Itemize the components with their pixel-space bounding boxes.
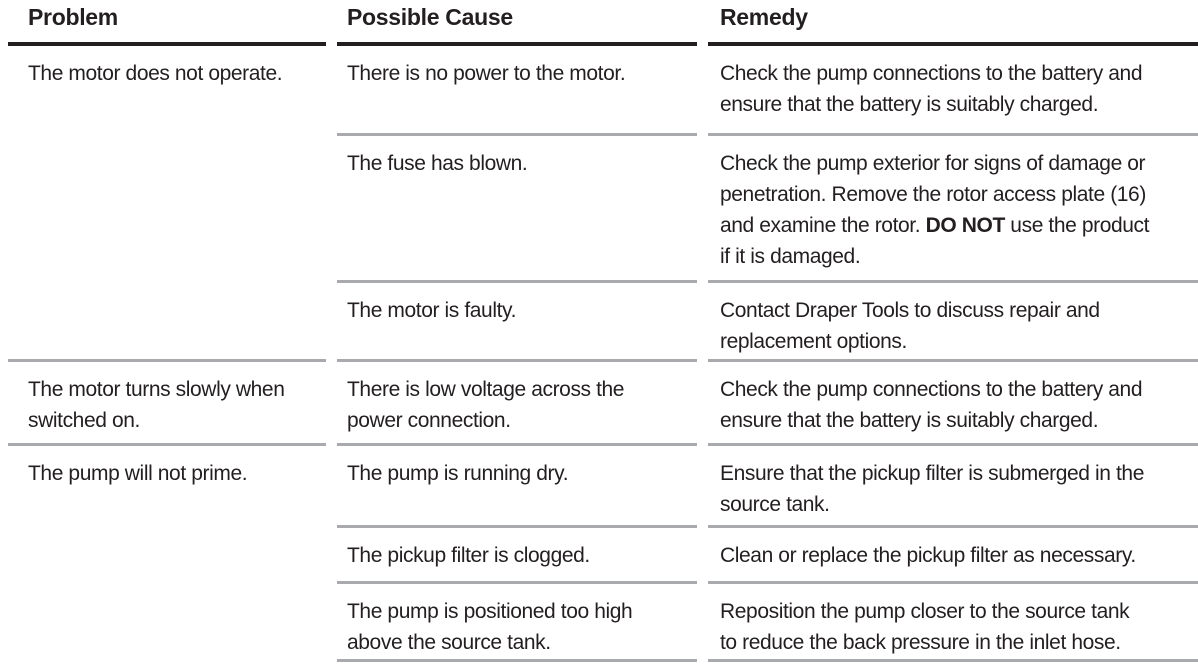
column-header-possible-cause: Possible Cause — [337, 0, 697, 46]
cause-cell: The pump is positioned too high above th… — [337, 584, 697, 662]
remedy-cell: Ensure that the pickup filter is submerg… — [708, 446, 1198, 528]
remedy-bold-warning: DO NOT — [925, 214, 1006, 237]
remedy-cell: Reposition the pump closer to the source… — [708, 584, 1198, 662]
remedy-text: use the product if it is damaged. — [720, 214, 1150, 268]
cause-cell: The pump is running dry. — [337, 446, 697, 528]
column-header-remedy: Remedy — [708, 0, 1198, 46]
cause-cell: There is no power to the motor. — [337, 46, 697, 136]
cause-cell: The pickup filter is clogged. — [337, 528, 697, 584]
remedy-cell: Clean or replace the pickup filter as ne… — [708, 528, 1198, 584]
remedy-cell: Check the pump exterior for signs of dam… — [708, 136, 1198, 283]
cause-cell: There is low voltage across the power co… — [337, 362, 697, 446]
remedy-cell: Check the pump connections to the batter… — [708, 362, 1198, 446]
cause-cell: The motor is faulty. — [337, 283, 697, 362]
column-header-problem: Problem — [8, 0, 326, 46]
problem-cell: The motor does not operate. — [8, 46, 326, 362]
remedy-cell: Check the pump connections to the batter… — [708, 46, 1198, 136]
cause-cell: The fuse has blown. — [337, 136, 697, 283]
remedy-cell: Contact Draper Tools to discuss repair a… — [708, 283, 1198, 362]
remedy-text: Check the pump exterior for signs of dam… — [720, 152, 1146, 237]
problem-cell: The pump will not prime. — [28, 462, 248, 485]
problem-cell: The motor turns slowly when switched on. — [8, 362, 326, 446]
